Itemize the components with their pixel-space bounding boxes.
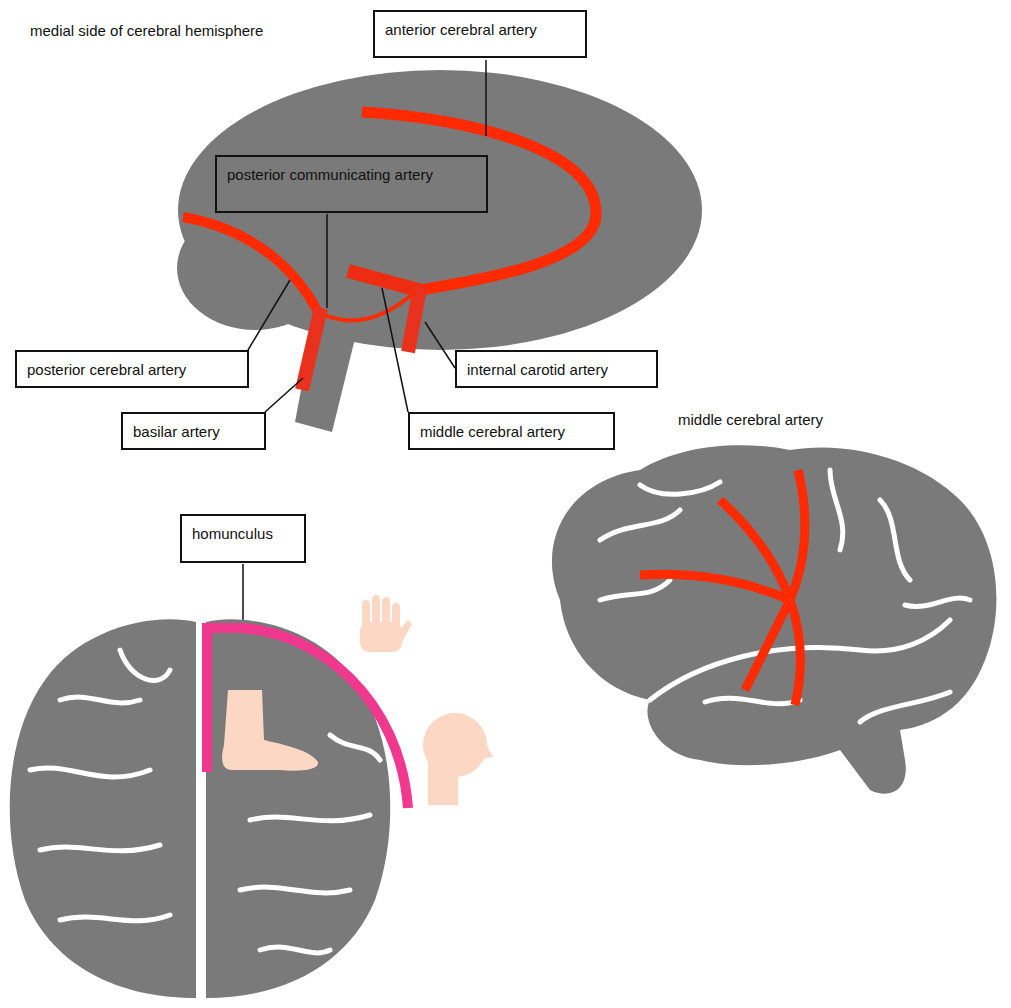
head-icon: [428, 760, 458, 805]
box-text: posterior cerebral artery: [27, 361, 186, 379]
sulcus-line: [250, 815, 370, 821]
sulcus-line: [240, 887, 350, 893]
sulcus-line: [60, 697, 140, 703]
artery-label-box: middle cerebral artery: [408, 412, 615, 450]
artery-label-box: basilar artery: [121, 412, 266, 450]
sulcus-line: [600, 510, 680, 540]
head-icon: [482, 740, 493, 759]
foot-icon: [222, 690, 318, 771]
sulcus-line: [640, 482, 720, 494]
sulcus-line: [60, 915, 170, 921]
lateral-arteries: [640, 470, 805, 705]
artery-label-box: posterior cerebral artery: [15, 350, 249, 388]
sulcus-line: [30, 768, 150, 777]
homunculus-strip: [207, 628, 408, 808]
leader-line: [382, 288, 408, 412]
leader-line: [326, 214, 328, 308]
artery-label-box: homunculus: [180, 514, 306, 563]
sulcus-line: [705, 698, 800, 703]
hand-icon: [398, 620, 412, 642]
occipital-lobe-shape: [177, 206, 333, 330]
posterior-communicating-artery: [318, 292, 415, 320]
box-text: basilar artery: [133, 423, 220, 441]
hemisphere-shape: [178, 70, 702, 350]
sulcus-line: [880, 500, 910, 580]
sulcus-line: [905, 598, 970, 606]
medial-brain: [177, 70, 702, 432]
sulcus-line: [40, 845, 160, 851]
leader-line: [248, 280, 290, 350]
view-caption: medial side of cerebral hemisphere: [30, 22, 263, 40]
sulcus-line: [860, 692, 950, 722]
sulcus-line: [120, 650, 170, 680]
box-text: middle cerebral artery: [420, 423, 565, 441]
box-text: posterior communicating artery: [227, 166, 433, 184]
middle-cerebral-branch: [640, 574, 790, 600]
leader-line: [485, 60, 487, 136]
hand-icon: [360, 622, 402, 652]
view-label: middle cerebral artery: [678, 411, 823, 429]
sulcus-line: [260, 947, 330, 953]
sulcus-line: [330, 735, 380, 760]
medial-arteries: [183, 112, 596, 390]
posterior-cerebral-artery: [183, 217, 318, 312]
middle-cerebral-branch: [745, 470, 805, 690]
artery-label-box: internal carotid artery: [455, 350, 658, 388]
right-hemisphere-shape: [206, 619, 390, 998]
lateral-sulci: [600, 470, 970, 722]
body-icons: [222, 595, 493, 805]
box-text: internal carotid artery: [467, 361, 608, 379]
lateral-brain-shape: [552, 445, 996, 794]
box-text: anterior cerebral artery: [385, 21, 537, 39]
box-text: homunculus: [192, 525, 273, 543]
leader-line: [242, 564, 244, 624]
artery-label-box: anterior cerebral artery: [373, 10, 587, 58]
sulcus-line: [830, 470, 843, 550]
artery-label-box: posterior communicating artery: [215, 155, 488, 213]
basilar-artery: [302, 308, 321, 390]
left-hemisphere-shape: [10, 619, 196, 998]
sulcus-line: [600, 580, 670, 600]
leader-line: [265, 378, 303, 412]
leader-line: [425, 322, 455, 368]
